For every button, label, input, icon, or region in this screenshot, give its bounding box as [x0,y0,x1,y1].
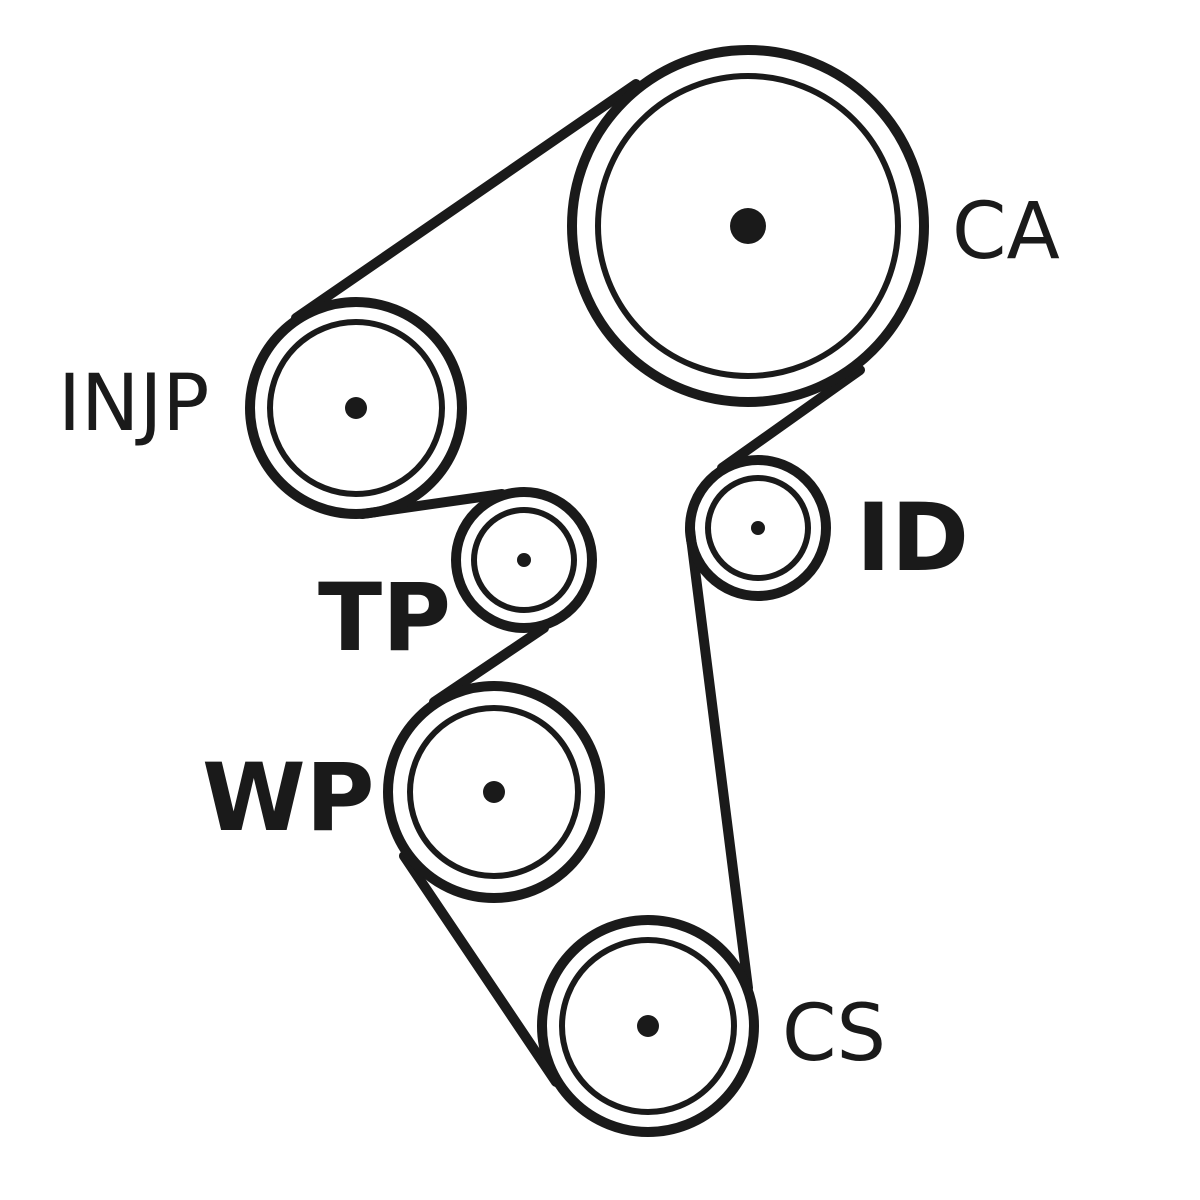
pulley-id [685,455,831,601]
pulley-ca [567,45,929,407]
pulley-wp-inner-ring [407,705,581,879]
belt-run-injp-ca [291,79,641,323]
pulley-tp-outer-ring [451,487,597,633]
pulley-ca-inner-ring [595,73,901,379]
pulley-tp-inner-ring [471,507,577,613]
belt-run-id-cs [685,525,753,993]
pulley-injp [245,297,467,519]
pulley-injp-outer-ring [245,297,467,519]
pulley-tp [451,487,597,633]
belt-run-ca-id [717,365,865,473]
pulley-injp-inner-ring [267,319,445,497]
pulley-cs-inner-ring [559,937,737,1115]
label-tp: TP [318,564,451,673]
label-wp: WP [202,744,375,853]
pulley-ca-hub [730,208,766,244]
pulley-injp-hub [345,397,367,419]
pulley-cs [537,915,759,1137]
belt-run-cs-wp [399,851,561,1087]
pulley-id-outer-ring [685,455,831,601]
pulley-wp [383,681,605,903]
label-cs: CS [782,989,886,1079]
pulley-cs-outer-ring [537,915,759,1137]
pulley-ca-outer-ring [567,45,929,407]
pulley-id-hub [751,521,765,535]
pulley-wp-hub [483,781,505,803]
label-ca: CA [952,187,1060,277]
pulley-id-inner-ring [705,475,811,581]
label-injp: INJP [58,359,209,449]
labels: CA INJP TP ID WP CS [58,187,1060,1079]
pulley-wp-outer-ring [383,681,605,903]
belt [291,79,865,1087]
pulley-tp-hub [517,553,531,567]
label-id: ID [856,484,969,593]
pulley-cs-hub [637,1015,659,1037]
